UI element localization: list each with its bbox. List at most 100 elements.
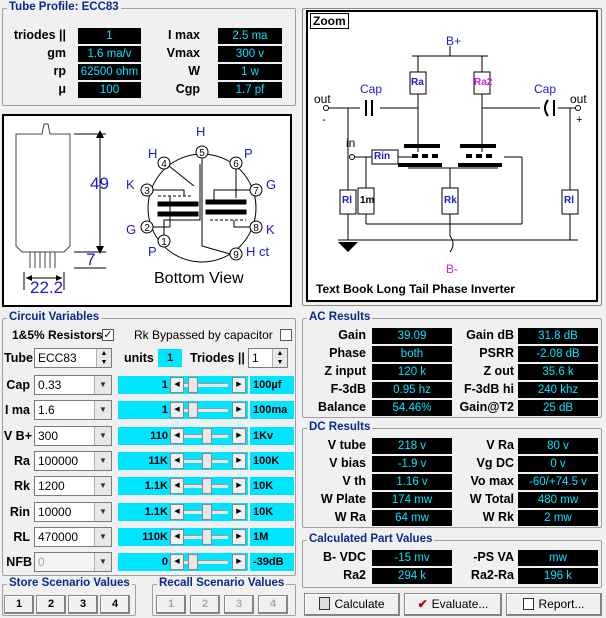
rl-slider[interactable]: 110K◀▶ <box>118 528 248 546</box>
slider-value: 1 <box>161 404 168 416</box>
profile-value: 2.5 ma <box>218 28 282 44</box>
recall-button-2[interactable]: 2 <box>190 595 220 614</box>
slider-thumb[interactable] <box>202 504 212 520</box>
recall-button-1[interactable]: 1 <box>156 595 186 614</box>
ra-combo[interactable]: 100000▼ <box>34 451 112 471</box>
rin-slider[interactable]: 1.1K◀▶ <box>118 503 248 521</box>
resistors-checkbox[interactable]: ✓ <box>102 329 114 341</box>
row-label: Ra <box>14 454 30 468</box>
chevron-down-icon[interactable]: ▼ <box>94 452 111 470</box>
rl-left-label: Rl <box>342 195 352 206</box>
chevron-right-icon[interactable]: ▶ <box>232 504 246 520</box>
row-label: I ma <box>4 403 30 417</box>
result-value: 480 mw <box>518 492 598 508</box>
row-max: 100ma <box>250 401 294 419</box>
result-value: 0 v <box>518 456 598 472</box>
chevron-right-icon[interactable]: ▶ <box>232 478 246 494</box>
ra-slider[interactable]: 11K◀ ▶ <box>118 452 248 470</box>
chevron-down-icon[interactable]: ▼ <box>94 401 111 419</box>
recall-button-4[interactable]: 4 <box>258 595 288 614</box>
tube-select[interactable]: ECC83 ▲▼ <box>34 348 112 368</box>
result-label: Balance <box>318 400 366 414</box>
chevron-down-icon[interactable]: ▼ <box>94 376 111 394</box>
nfb-combo[interactable]: 0▼ <box>34 552 112 572</box>
triodes-stepper[interactable]: 1 ▲▼ <box>248 348 288 368</box>
pin-number: 9 <box>233 250 239 261</box>
slider-thumb[interactable] <box>202 529 212 545</box>
ima-combo[interactable]: 1.6▼ <box>34 400 112 420</box>
slider-thumb[interactable] <box>202 453 212 469</box>
pin-label: G <box>266 177 277 192</box>
store-button-4[interactable]: 4 <box>100 595 130 614</box>
store-button-1[interactable]: 1 <box>4 595 34 614</box>
chevron-left-icon[interactable]: ◀ <box>170 478 184 494</box>
result-value: 174 mw <box>372 492 452 508</box>
result-label: W Rk <box>482 510 514 524</box>
result-label: V Ra <box>486 438 514 452</box>
chevron-left-icon[interactable]: ◀ <box>170 377 184 393</box>
recall-scenario-legend: Recall Scenario Values <box>157 577 287 589</box>
chevron-left-icon[interactable]: ◀ <box>170 453 184 469</box>
result-value: 25 dB <box>518 400 598 416</box>
vb-slider[interactable]: 110◀ ▶ <box>118 427 248 445</box>
row-max: 10K <box>250 503 294 521</box>
chevron-left-icon[interactable]: ◀ <box>170 529 184 545</box>
pin-number: 3 <box>144 186 150 197</box>
store-button-2[interactable]: 2 <box>36 595 66 614</box>
result-label: PSRR <box>479 346 514 360</box>
chevron-down-icon[interactable]: ▼ <box>94 427 111 445</box>
chevron-right-icon[interactable]: ▶ <box>232 453 246 469</box>
slider-value: 110 <box>150 430 168 442</box>
combo-value: 0.33 <box>38 378 62 392</box>
profile-label: Cgp <box>175 82 200 96</box>
vb-combo[interactable]: 300▼ <box>34 426 112 446</box>
chevron-down-icon[interactable]: ▼ <box>94 503 111 521</box>
evaluate-button[interactable]: ✔Evaluate... <box>404 593 502 616</box>
slider-thumb[interactable] <box>188 377 198 393</box>
ra2-label: Ra2 <box>474 77 493 88</box>
chevron-down-icon[interactable]: ▼ <box>94 553 111 571</box>
rk-combo[interactable]: 1200▼ <box>34 476 112 496</box>
result-value: -1.9 v <box>372 456 452 472</box>
nfb-slider[interactable]: 0◀ ▶ <box>118 553 248 571</box>
chevron-left-icon[interactable]: ◀ <box>170 428 184 444</box>
row-label: Rin <box>9 505 30 519</box>
rk-slider[interactable]: 1.1K◀▶ <box>118 477 248 495</box>
slider-thumb[interactable] <box>202 428 212 444</box>
result-label: -PS VA <box>473 550 514 564</box>
cap-slider[interactable]: 1◀▶ <box>118 376 248 394</box>
dc-results-group: DC Results <box>302 421 602 528</box>
slider-thumb[interactable] <box>188 554 198 570</box>
ima-slider[interactable]: 1◀ ▶ <box>118 401 248 419</box>
chevron-left-icon[interactable]: ◀ <box>170 402 184 418</box>
recall-button-3[interactable]: 3 <box>224 595 254 614</box>
report-icon <box>523 598 535 610</box>
rin-combo[interactable]: 10000▼ <box>34 502 112 522</box>
slider-value: 11K <box>148 455 168 467</box>
b-minus-label: B- <box>446 262 458 276</box>
rk-label: Rk <box>444 195 457 206</box>
tube-spin-icon[interactable]: ▲▼ <box>96 349 111 367</box>
slider-thumb[interactable] <box>188 402 198 418</box>
chevron-right-icon[interactable]: ▶ <box>232 402 246 418</box>
chevron-left-icon[interactable]: ◀ <box>170 504 184 520</box>
chevron-right-icon[interactable]: ▶ <box>232 428 246 444</box>
report-button[interactable]: Report... <box>506 593 602 616</box>
store-scenario-group: Store Scenario Values <box>2 577 136 616</box>
triodes-spin-icon[interactable]: ▲▼ <box>272 349 287 367</box>
slider-thumb[interactable] <box>202 478 212 494</box>
rk-bypass-checkbox[interactable] <box>280 329 292 341</box>
chevron-left-icon[interactable]: ◀ <box>170 554 184 570</box>
calculate-button[interactable]: Calculate <box>304 593 400 616</box>
chevron-down-icon[interactable]: ▼ <box>94 477 111 495</box>
chevron-down-icon[interactable]: ▼ <box>94 528 111 546</box>
chevron-right-icon[interactable]: ▶ <box>232 529 246 545</box>
chevron-right-icon[interactable]: ▶ <box>232 554 246 570</box>
store-button-3[interactable]: 3 <box>68 595 98 614</box>
rl-combo[interactable]: 470000▼ <box>34 527 112 547</box>
slider-value: 0 <box>161 556 168 568</box>
result-value: 39.09 <box>372 328 452 344</box>
cap-combo[interactable]: 0.33 ▼ <box>34 375 112 395</box>
chevron-right-icon[interactable]: ▶ <box>232 377 246 393</box>
pin-label: K <box>266 222 275 237</box>
